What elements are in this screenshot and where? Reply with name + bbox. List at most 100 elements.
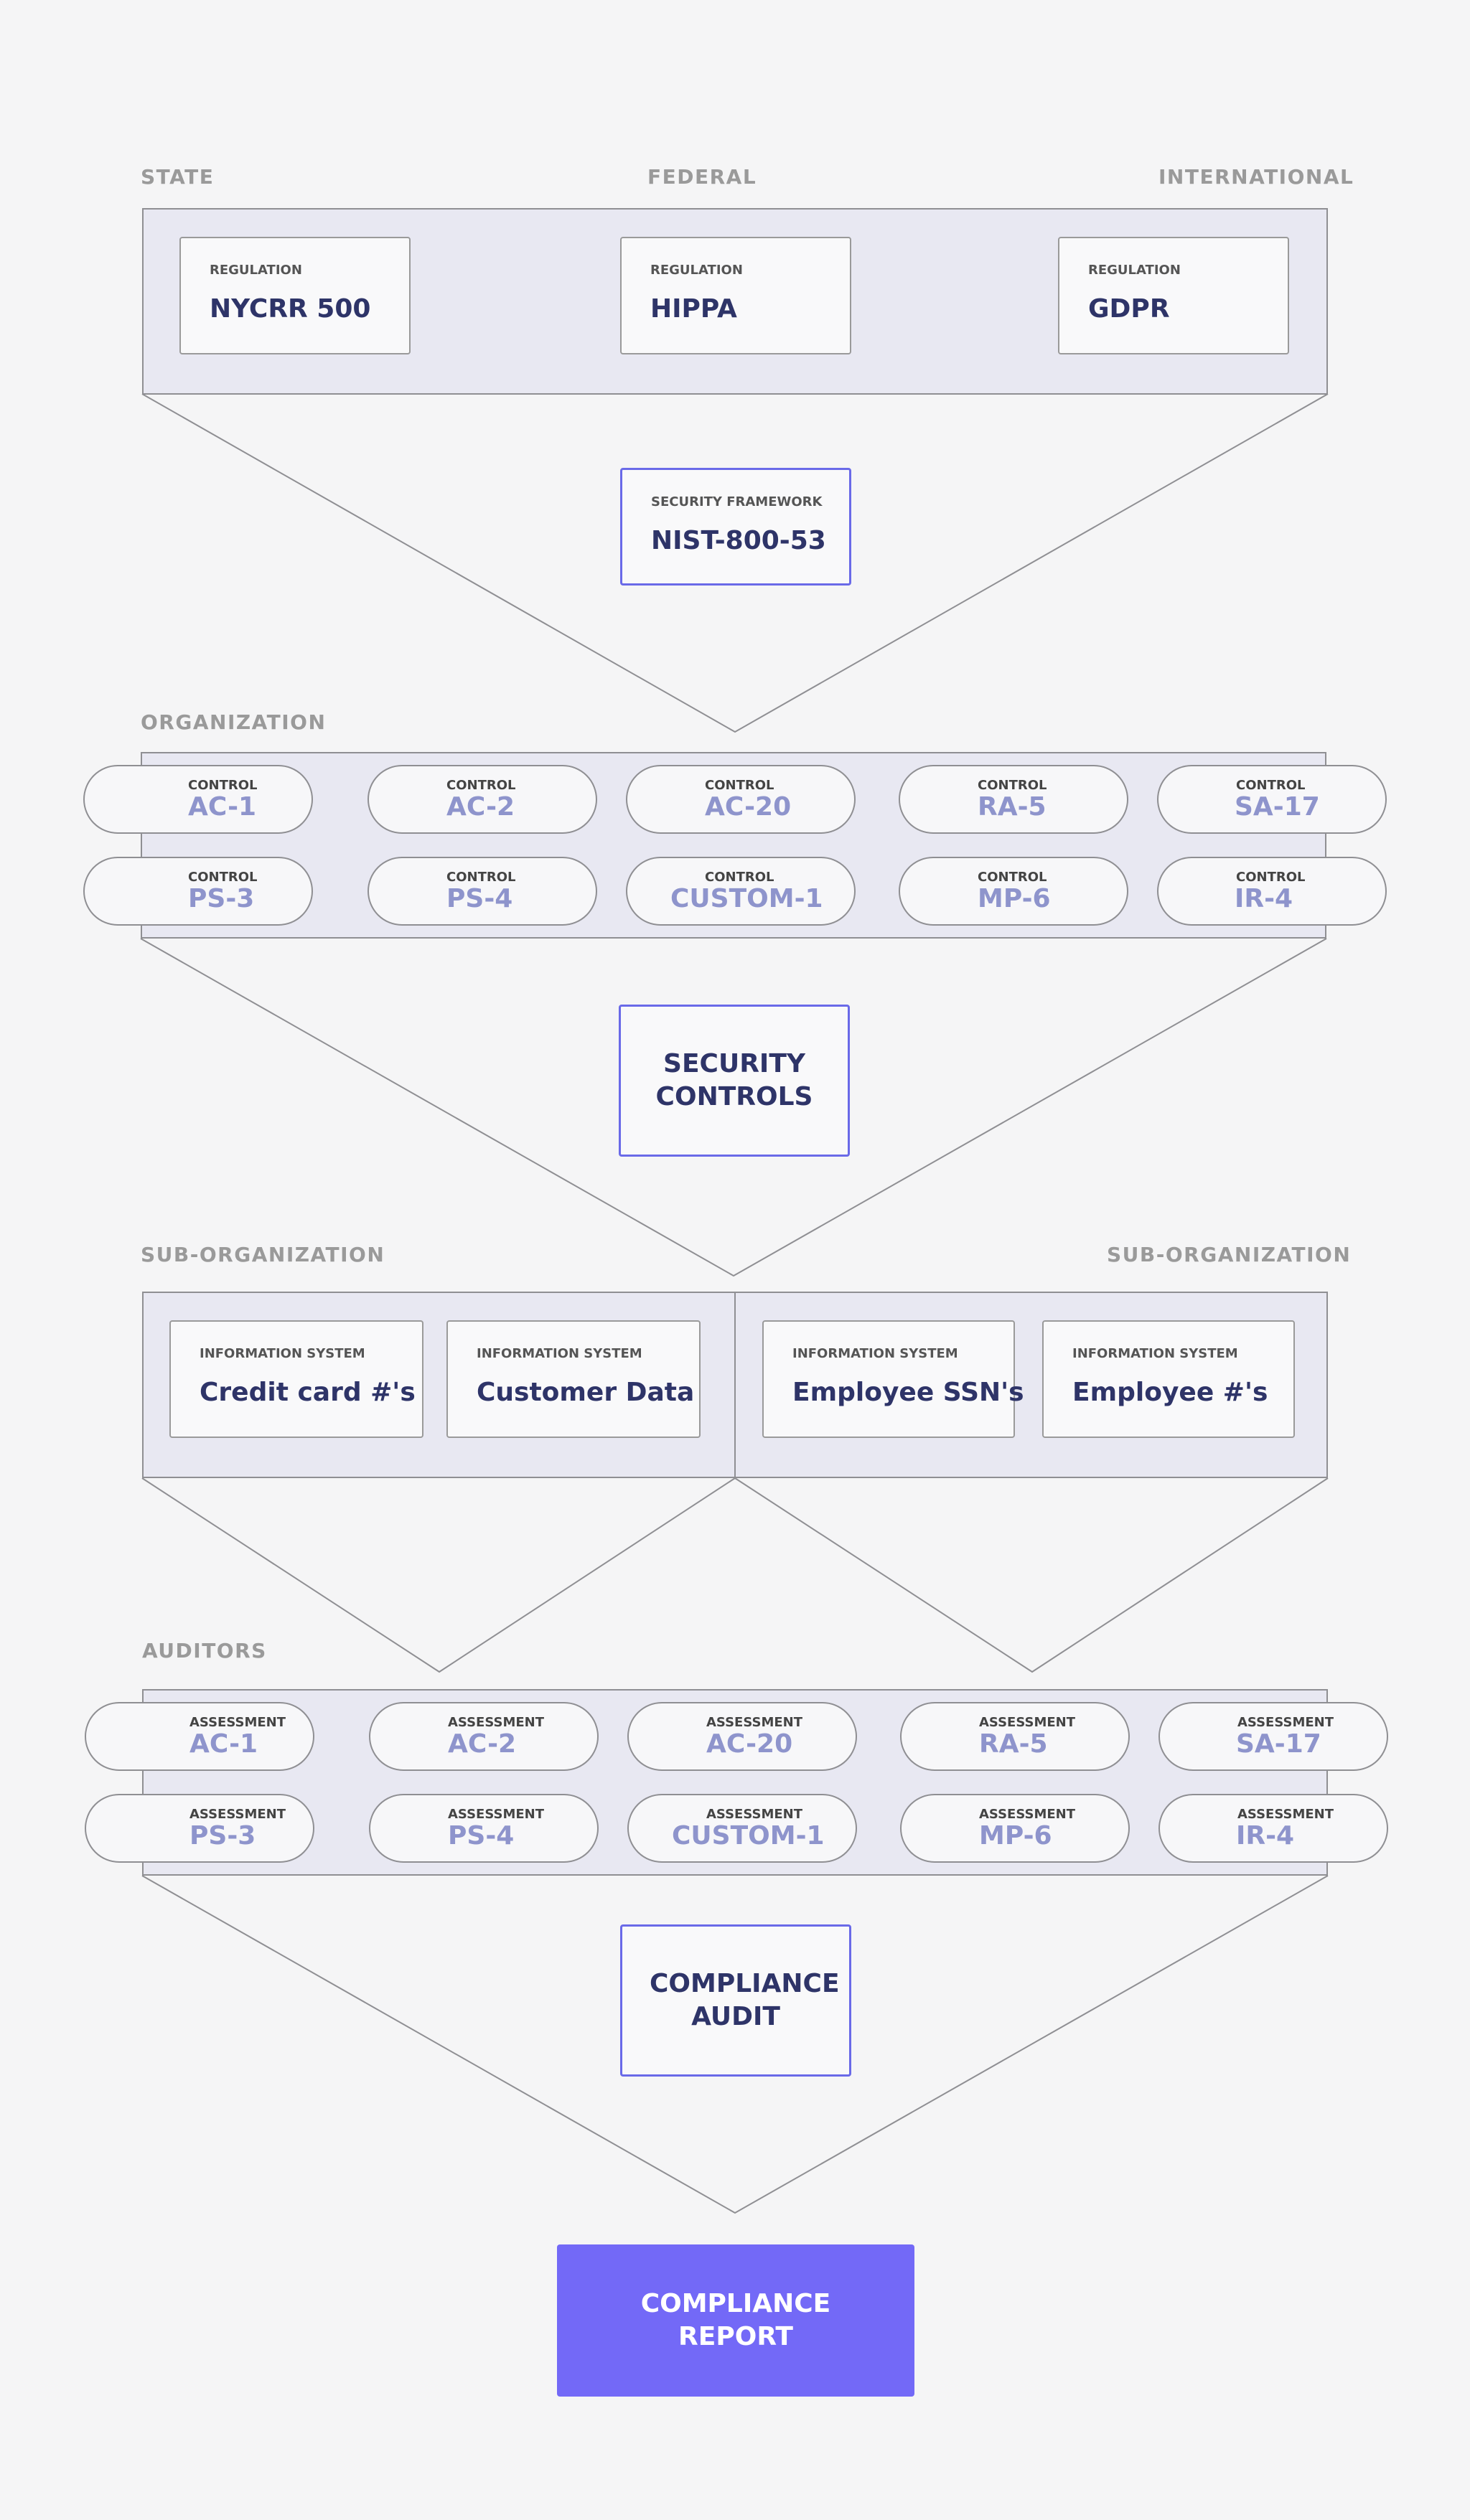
- control-tag: CONTROL: [188, 778, 258, 793]
- assessment-id: AC-20: [706, 1729, 793, 1759]
- assessment-id: MP-6: [979, 1821, 1052, 1851]
- assessment-id: CUSTOM-1: [672, 1821, 825, 1851]
- system-card-credit-card[interactable]: INFORMATION SYSTEM Credit card #'s: [169, 1320, 423, 1438]
- control-tag: CONTROL: [446, 870, 516, 885]
- funnel-assessments: [141, 1875, 1329, 2214]
- assessment-tag: ASSESSMENT: [979, 1715, 1076, 1730]
- regulation-kicker: REGULATION: [650, 263, 743, 278]
- assessment-tag: ASSESSMENT: [706, 1807, 803, 1822]
- assessment-id: PS-3: [189, 1821, 256, 1851]
- control-id: AC-2: [446, 792, 515, 822]
- system-value: Employee #'s: [1072, 1378, 1268, 1407]
- control-tag: CONTROL: [978, 870, 1047, 885]
- label-organization: ORGANIZATION: [141, 710, 327, 734]
- framework-card[interactable]: SECURITY FRAMEWORK NIST-800-53: [620, 468, 851, 586]
- funnel-regulations: [141, 393, 1329, 733]
- compliance-report-label: COMPLIANCE REPORT: [640, 2289, 831, 2351]
- regulation-card-nycrr[interactable]: REGULATION NYCRR 500: [179, 237, 411, 354]
- assessment-tag: ASSESSMENT: [189, 1715, 286, 1730]
- control-id: AC-20: [705, 792, 792, 822]
- framework-value: NIST-800-53: [651, 526, 826, 555]
- regulation-card-hippa[interactable]: REGULATION HIPPA: [620, 237, 851, 354]
- label-state: STATE: [141, 165, 215, 189]
- system-value: Employee SSN's: [792, 1378, 1024, 1407]
- label-sub-organization-right: SUB-ORGANIZATION: [1107, 1243, 1352, 1266]
- control-tag: CONTROL: [188, 870, 258, 885]
- system-kicker: INFORMATION SYSTEM: [1072, 1346, 1238, 1361]
- assessment-id: PS-4: [448, 1821, 515, 1851]
- compliance-audit-label: COMPLIANCE AUDIT: [650, 1969, 840, 2031]
- framework-kicker: SECURITY FRAMEWORK: [651, 494, 823, 509]
- control-id: RA-5: [978, 792, 1047, 822]
- system-value: Customer Data: [477, 1378, 695, 1407]
- control-id: MP-6: [978, 884, 1051, 913]
- regulation-value: GDPR: [1088, 294, 1170, 324]
- regulation-value: HIPPA: [650, 294, 737, 324]
- control-tag: CONTROL: [1236, 778, 1306, 793]
- security-controls-label: SECURITY CONTROLS: [655, 1049, 813, 1111]
- assessment-id: AC-2: [448, 1729, 517, 1759]
- label-auditors: AUDITORS: [142, 1639, 267, 1663]
- control-tag: CONTROL: [446, 778, 516, 793]
- system-kicker: INFORMATION SYSTEM: [200, 1346, 365, 1361]
- regulation-kicker: REGULATION: [210, 263, 302, 278]
- assessment-id: IR-4: [1236, 1821, 1295, 1851]
- control-tag: CONTROL: [705, 778, 774, 793]
- regulation-kicker: REGULATION: [1088, 263, 1181, 278]
- system-card-employee-number[interactable]: INFORMATION SYSTEM Employee #'s: [1042, 1320, 1295, 1438]
- control-tag: CONTROL: [1236, 870, 1306, 885]
- label-sub-organization-left: SUB-ORGANIZATION: [141, 1243, 385, 1266]
- assessment-tag: ASSESSMENT: [189, 1807, 286, 1822]
- control-id: PS-3: [188, 884, 255, 913]
- system-card-employee-ssn[interactable]: INFORMATION SYSTEM Employee SSN's: [762, 1320, 1024, 1438]
- label-international: INTERNATIONAL: [1158, 165, 1354, 189]
- control-id: IR-4: [1235, 884, 1293, 913]
- label-federal: FEDERAL: [647, 165, 757, 189]
- system-kicker: INFORMATION SYSTEM: [477, 1346, 642, 1361]
- security-controls-box[interactable]: SECURITY CONTROLS: [619, 1005, 850, 1157]
- assessment-tag: ASSESSMENT: [448, 1807, 545, 1822]
- assessment-id: SA-17: [1236, 1729, 1321, 1759]
- control-id: AC-1: [188, 792, 257, 822]
- system-kicker: INFORMATION SYSTEM: [792, 1346, 958, 1361]
- control-id: SA-17: [1235, 792, 1320, 822]
- control-id: PS-4: [446, 884, 513, 913]
- assessment-id: RA-5: [979, 1729, 1048, 1759]
- compliance-audit-box[interactable]: COMPLIANCE AUDIT: [620, 1924, 851, 2077]
- control-id: CUSTOM-1: [670, 884, 823, 913]
- assessment-id: AC-1: [189, 1729, 258, 1759]
- assessment-tag: ASSESSMENT: [1237, 1807, 1334, 1822]
- assessment-tag: ASSESSMENT: [448, 1715, 545, 1730]
- funnel-subs-right: [734, 1477, 1329, 1673]
- control-tag: CONTROL: [978, 778, 1047, 793]
- regulation-card-gdpr[interactable]: REGULATION GDPR: [1058, 237, 1289, 354]
- assessment-tag: ASSESSMENT: [1237, 1715, 1334, 1730]
- funnel-controls: [140, 938, 1327, 1277]
- system-value: Credit card #'s: [200, 1378, 416, 1407]
- system-card-customer-data[interactable]: INFORMATION SYSTEM Customer Data: [446, 1320, 701, 1438]
- funnel-subs-left: [141, 1477, 736, 1673]
- compliance-report-box[interactable]: COMPLIANCE REPORT: [557, 2244, 914, 2397]
- control-tag: CONTROL: [705, 870, 774, 885]
- assessment-tag: ASSESSMENT: [706, 1715, 803, 1730]
